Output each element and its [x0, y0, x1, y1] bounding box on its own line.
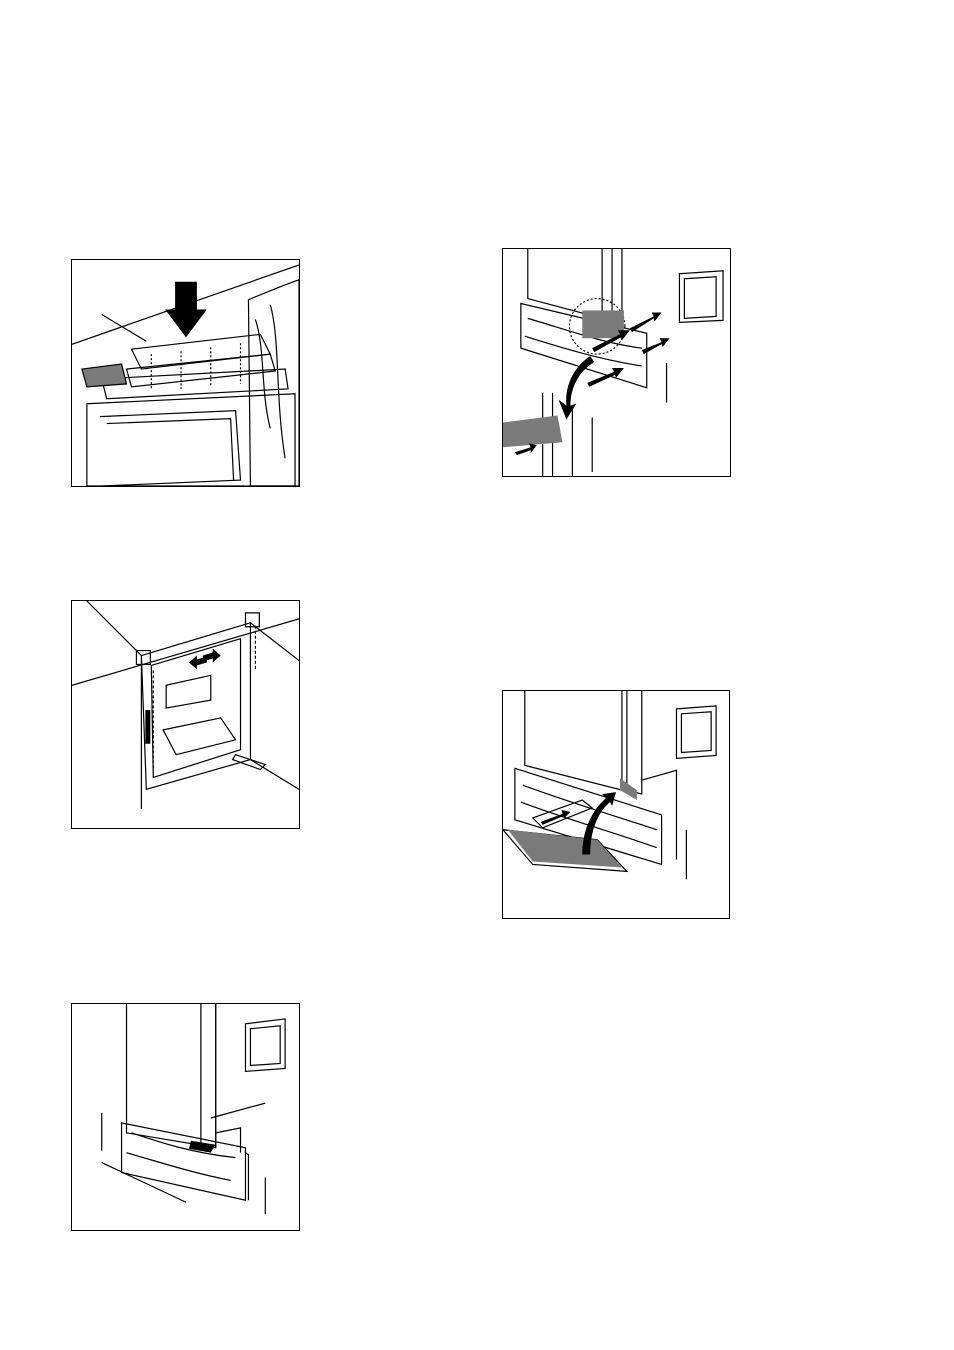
figure-plinth-measure	[71, 1003, 300, 1231]
figure-top-cover	[71, 259, 300, 487]
cutout-shade	[620, 778, 637, 800]
removed-piece	[503, 416, 562, 448]
top-cover-illustration	[72, 260, 299, 486]
seal-strip	[145, 710, 150, 744]
cutout-shade	[582, 310, 624, 338]
plinth-grille-illustration	[503, 691, 729, 918]
figure-door-alignment	[71, 600, 300, 829]
appliance-body	[525, 691, 622, 790]
worktop-edge	[72, 619, 299, 685]
figure-plinth-cutout	[502, 248, 731, 477]
plinth-cutout-illustration	[503, 249, 730, 476]
door-alignment-illustration	[72, 601, 299, 828]
callout-line	[102, 315, 147, 342]
hinge-bottom	[233, 755, 266, 770]
plinth-measure-illustration	[72, 1004, 299, 1230]
dimension-width	[102, 1163, 186, 1203]
drawer	[163, 718, 235, 755]
callout-line	[211, 1103, 266, 1118]
shelf	[166, 675, 211, 708]
door-frame	[87, 394, 295, 486]
spacer-part	[82, 364, 127, 387]
wood-side-panel	[248, 280, 299, 486]
figure-plinth-grille	[502, 690, 730, 919]
